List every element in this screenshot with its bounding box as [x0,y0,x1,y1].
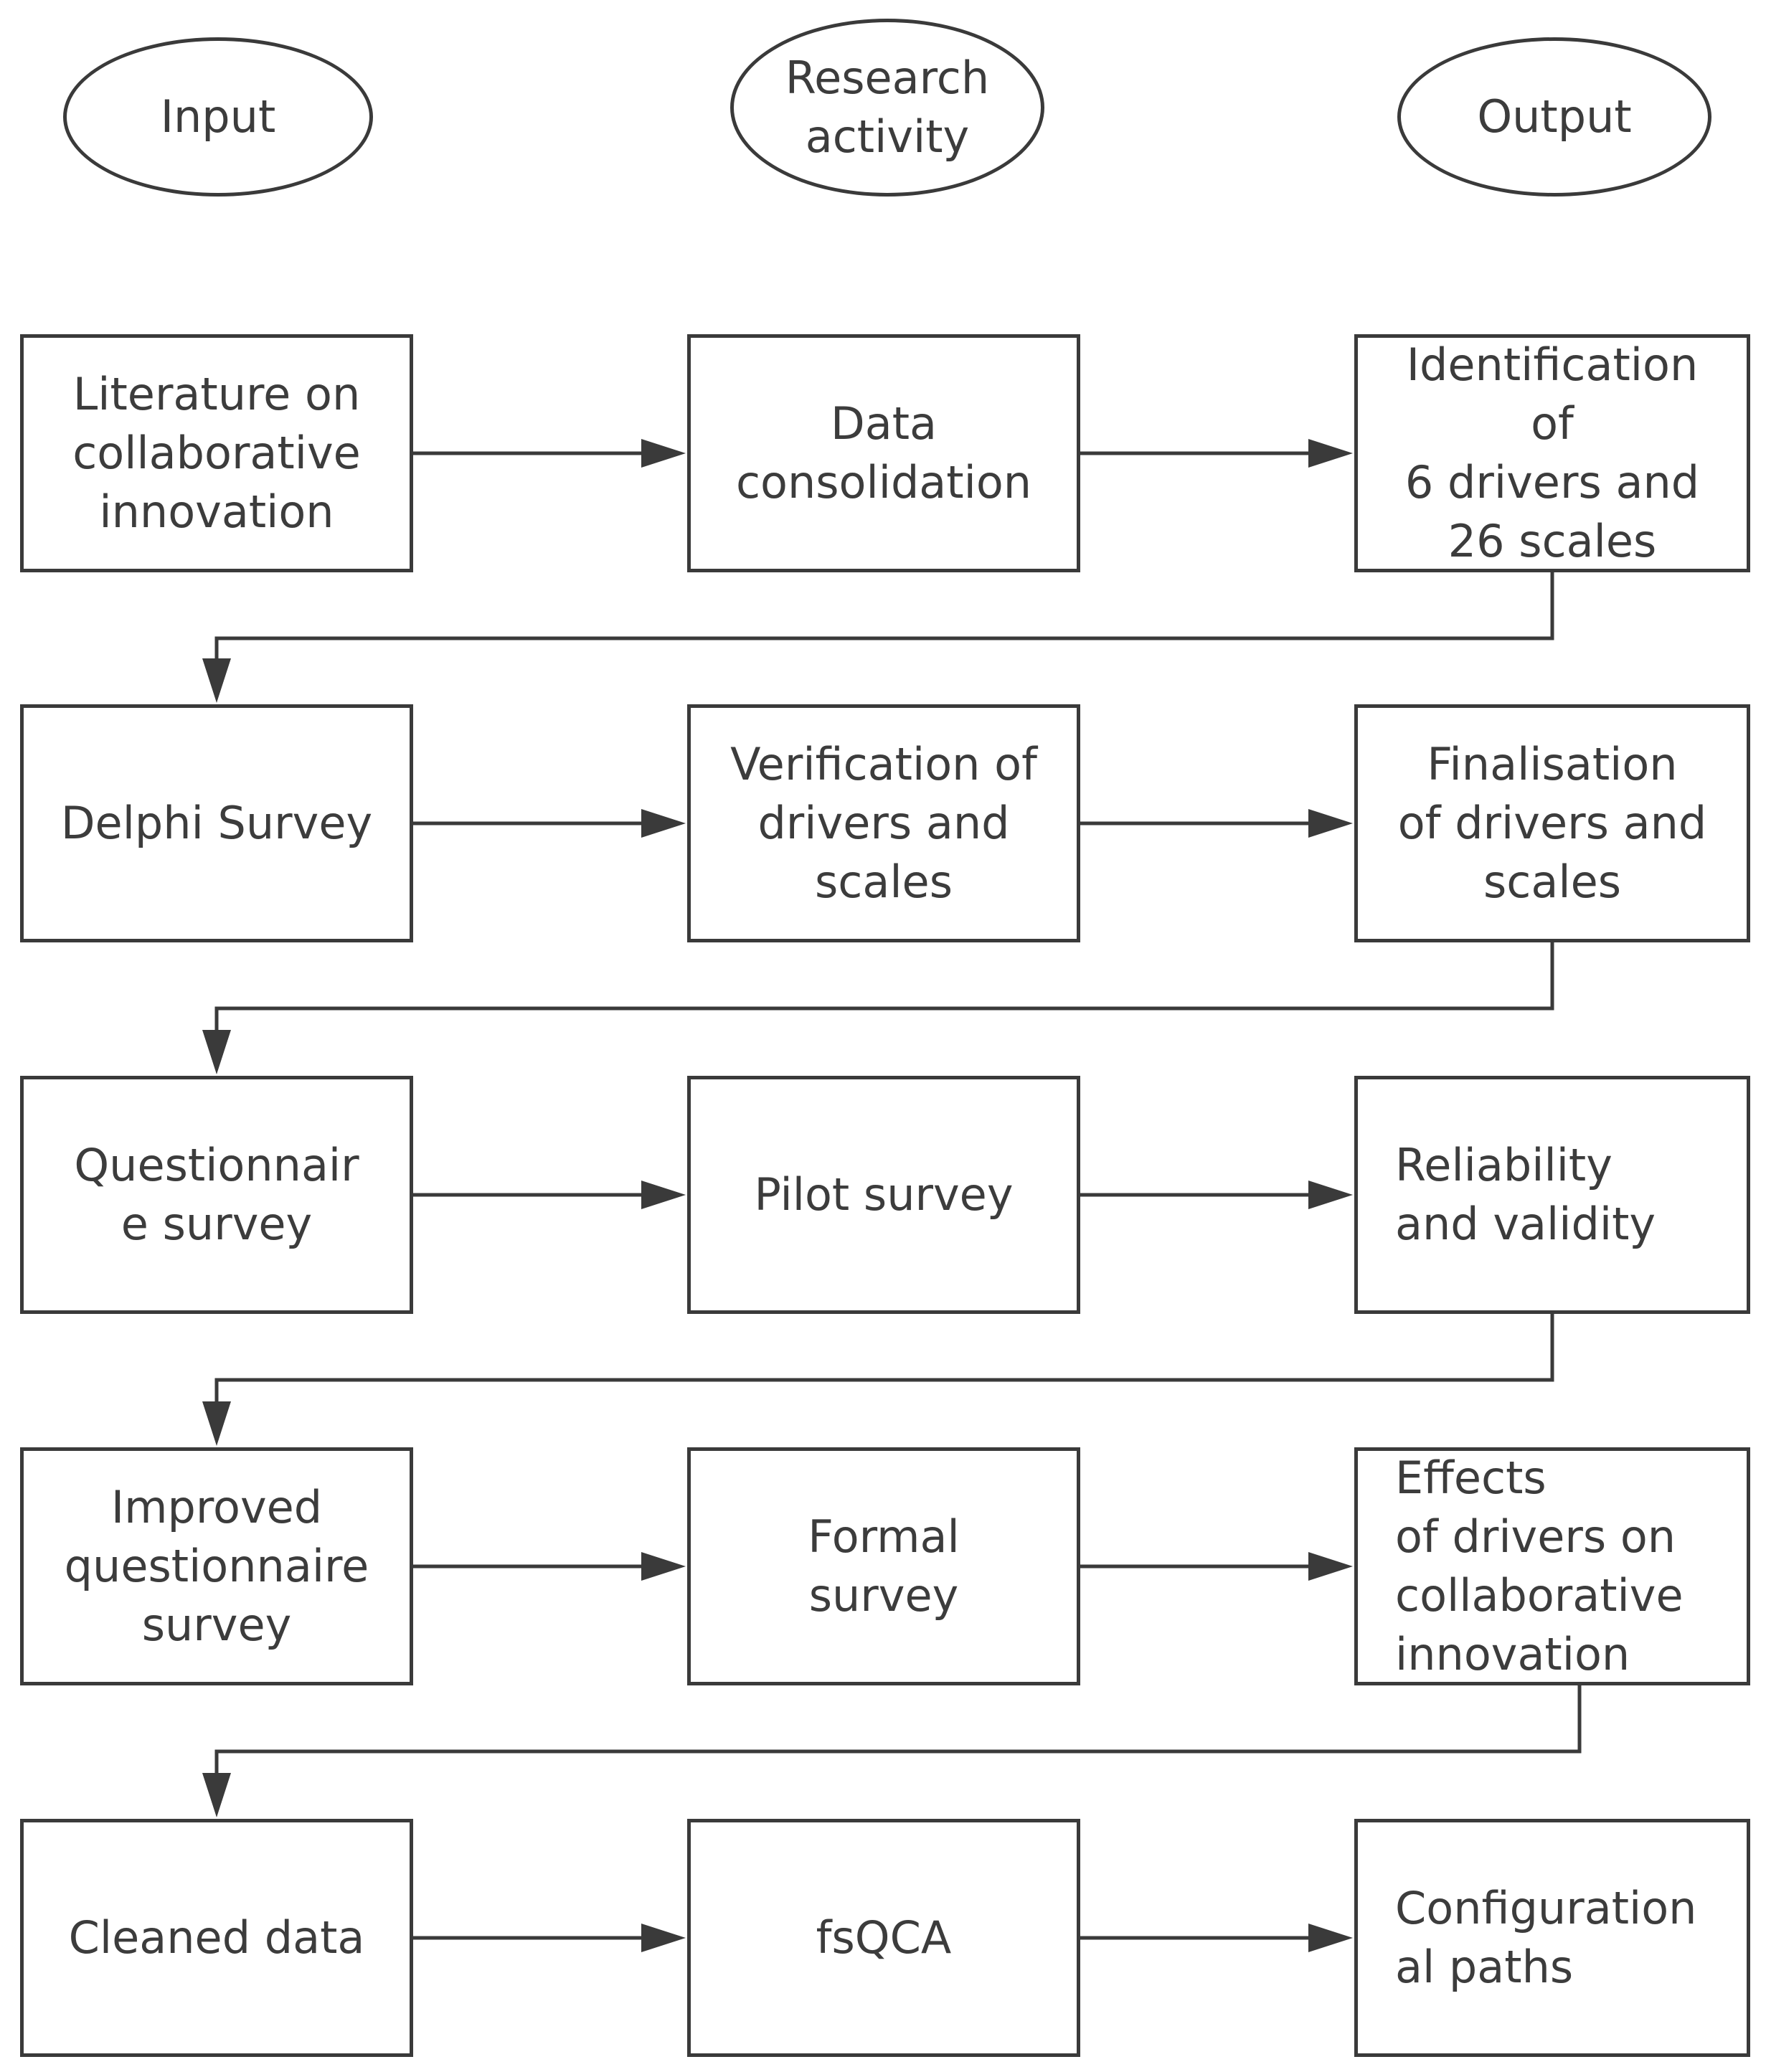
arrowhead-input-to-activity [641,1181,686,1209]
arrowhead-input-to-activity [641,809,686,838]
improved-questionnaire-box: Improved questionnaire survey [20,1447,413,1685]
arrowhead-output-to-next-input [202,1030,231,1074]
arrowhead-input-to-activity [641,1924,686,1952]
fsqca-box: fsQCA [687,1819,1080,2057]
verification-box: Verification of drivers and scales [687,704,1080,942]
arrowhead-activity-to-output [1308,439,1353,468]
reliability-validity-box: Reliability and validity [1354,1076,1750,1314]
configurational-paths-box: Configuration al paths [1354,1819,1750,2057]
research-activity-header: Research activity [730,19,1044,197]
arrowhead-input-to-activity [641,1552,686,1581]
identification-output-box: Identification of 6 drivers and 26 scale… [1354,334,1750,572]
output-header: Output [1397,37,1711,197]
arrowhead-output-to-next-input [202,1401,231,1446]
arrowhead-activity-to-output [1308,809,1353,838]
input-header: Input [63,37,373,197]
arrowhead-activity-to-output [1308,1552,1353,1581]
connector-output-to-next-input [214,572,1554,661]
effects-of-drivers-box: Effects of drivers on collaborative inno… [1354,1447,1750,1685]
output-header-label: Output [1477,90,1632,143]
arrowhead-activity-to-output [1308,1181,1353,1209]
input-header-label: Input [160,90,276,143]
arrowhead-output-to-next-input [202,658,231,703]
cleaned-data-box: Cleaned data [20,1819,413,2057]
questionnaire-survey-box: Questionnair e survey [20,1076,413,1314]
connector-output-to-next-input [214,1685,1582,1776]
arrowhead-output-to-next-input [202,1773,231,1817]
pilot-survey-box: Pilot survey [687,1076,1080,1314]
delphi-survey-box: Delphi Survey [20,704,413,942]
research-activity-header-label: Research activity [785,52,990,163]
arrowhead-activity-to-output [1308,1924,1353,1952]
data-consolidation-box: Data consolidation [687,334,1080,572]
formal-survey-box: Formal survey [687,1447,1080,1685]
connector-output-to-next-input [214,942,1554,1033]
finalisation-box: Finalisation of drivers and scales [1354,704,1750,942]
arrowhead-input-to-activity [641,439,686,468]
connector-output-to-next-input [214,1314,1554,1404]
literature-input-box: Literature on collaborative innovation [20,334,413,572]
